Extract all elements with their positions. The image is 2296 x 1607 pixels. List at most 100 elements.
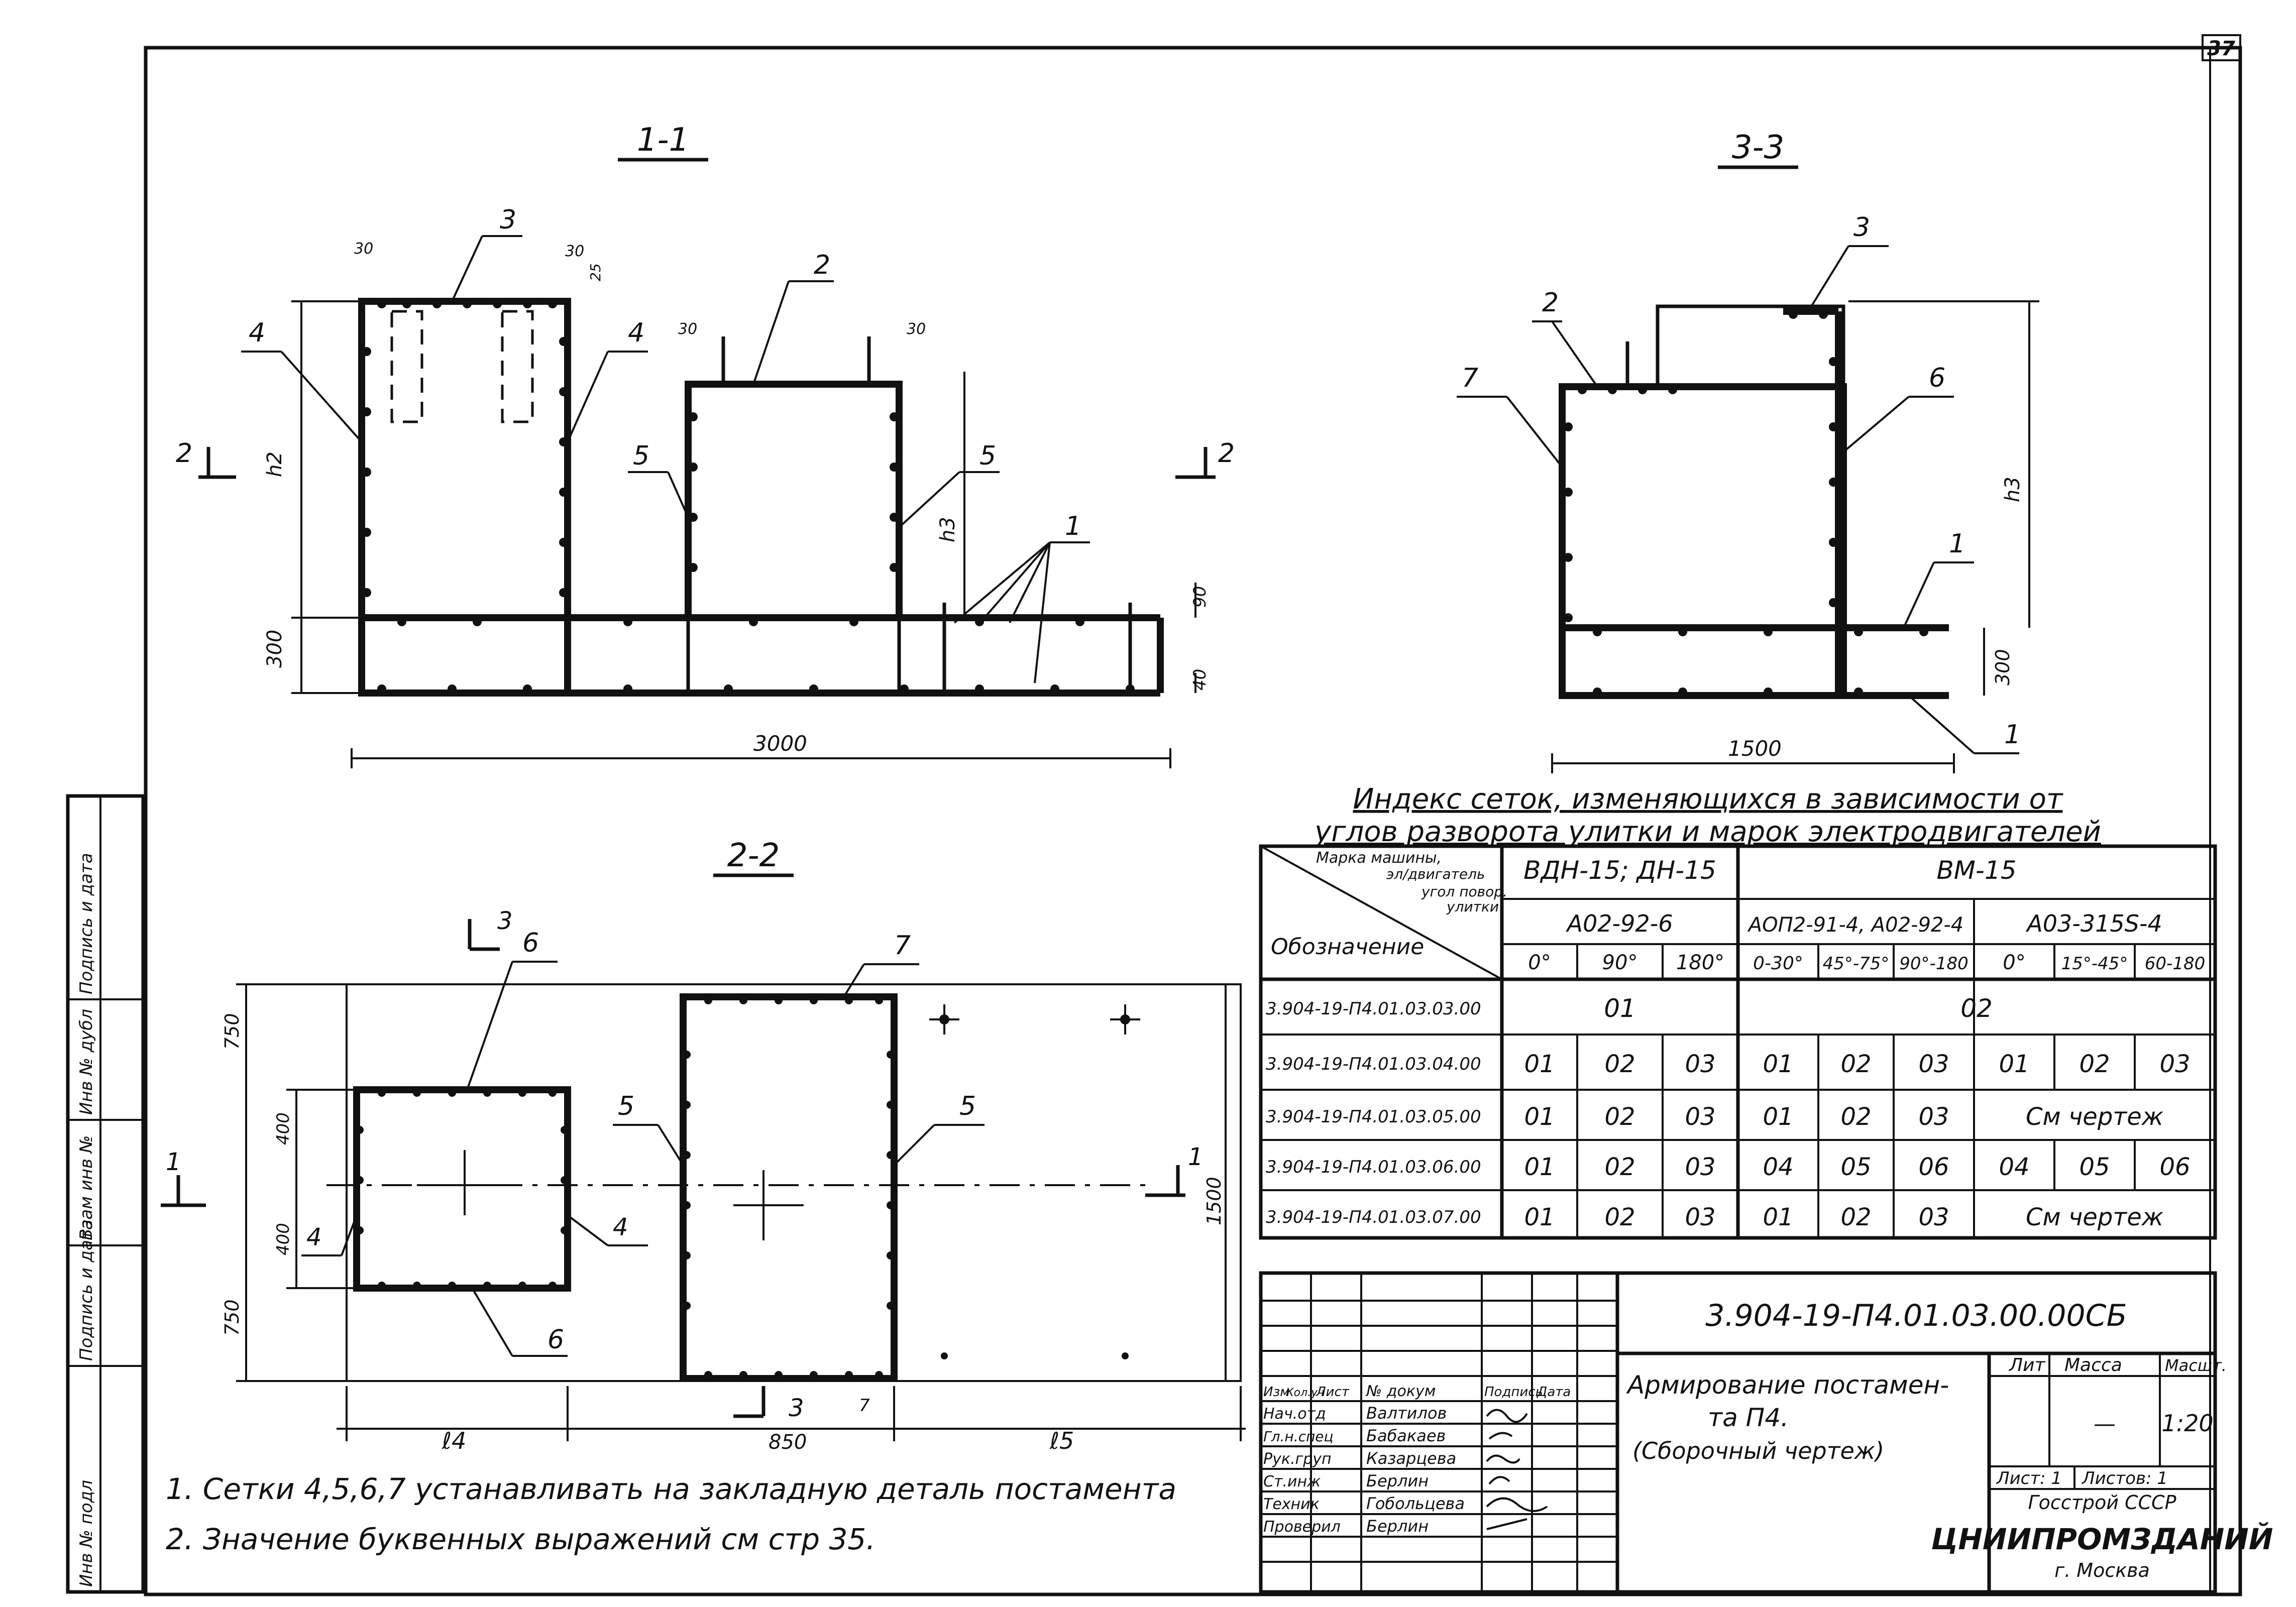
- callout-3-3-2: 2: [1542, 288, 1559, 318]
- callout-2-2-6a: 6: [522, 928, 539, 958]
- group-vdn: ВДН-15; ДН-15: [1523, 856, 1716, 885]
- callout-3-3-6: 6: [1929, 363, 1945, 393]
- dim-40: 40: [1190, 669, 1210, 691]
- sheet-frame: 37: [144, 34, 2242, 1596]
- name-6: Берлин: [1366, 1517, 1429, 1536]
- corner-1: Марка машины,: [1316, 849, 1442, 867]
- dim-1500-33: 1500: [1728, 736, 1782, 761]
- row5-c6: 03: [1918, 1203, 1949, 1231]
- group-vm: ВМ-15: [1936, 856, 2016, 885]
- stamp-sign-date-2: Подпись и дата: [76, 853, 96, 994]
- dim-750-top: 750: [221, 1013, 243, 1050]
- row2-c7: 01: [1999, 1050, 2029, 1078]
- dim-750-bottom: 750: [221, 1299, 243, 1336]
- table-title-2: углов разворота улитки и марок электродв…: [1314, 816, 2101, 848]
- col-hdr-date: Дата: [1537, 1385, 1571, 1400]
- hdr-lit: Лит: [2008, 1355, 2045, 1375]
- role-4: Ст.инж: [1263, 1473, 1321, 1490]
- row2-c5: 02: [1840, 1050, 1871, 1078]
- rebar-dots-1-1: [362, 299, 1135, 694]
- callout-2-2-5b: 5: [959, 1091, 976, 1121]
- motor-2: АОП2-91-4, А02-92-4: [1747, 913, 1964, 937]
- section-2-2: 2-2: [161, 837, 1246, 1454]
- row3-c2: 02: [1604, 1103, 1635, 1131]
- corner-3: угол повор.: [1421, 883, 1507, 900]
- org-1: Госстрой СССР: [2028, 1491, 2176, 1514]
- callout-2-2-4b: 4: [613, 1213, 628, 1241]
- row3-c3: 03: [1685, 1103, 1715, 1131]
- rebar-dots-3-3: [1564, 310, 1928, 697]
- name-5: Гобольцева: [1366, 1494, 1465, 1513]
- callout-1-1-4a: 4: [249, 318, 265, 348]
- doc-name-3: (Сборочный чертеж): [1632, 1437, 1884, 1464]
- corner-2: эл/двигатель: [1386, 866, 1485, 882]
- row2-c1: 01: [1524, 1050, 1555, 1078]
- row1-merged-b: 02: [1960, 994, 1993, 1023]
- row3-c5: 02: [1840, 1103, 1871, 1131]
- doc-code: 3.904-19-П4.01.03.00.00СБ: [1705, 1298, 2127, 1333]
- col-hdr-sign: Подпись: [1484, 1385, 1543, 1400]
- row4-c6: 06: [1918, 1153, 1949, 1181]
- cut-mark-1-right: 1: [1188, 1143, 1204, 1171]
- angle-5: 45°-75°: [1823, 954, 1890, 974]
- row4-c5: 05: [1840, 1153, 1871, 1181]
- section-1-1: 1-1: [176, 122, 1235, 768]
- row4-c4: 04: [1763, 1153, 1793, 1181]
- doc-name-2: та П4.: [1708, 1403, 1789, 1432]
- row2-c9: 03: [2159, 1050, 2190, 1078]
- cut-mark-1-left: 1: [166, 1148, 181, 1176]
- row2-c2: 02: [1604, 1050, 1635, 1078]
- cut-mark-2-left: 2: [176, 438, 192, 469]
- dim-400-b: 400: [273, 1223, 293, 1255]
- section-3-3: 3-3 3 2 7 6 1: [1457, 129, 2039, 773]
- corner-4: улитки: [1446, 898, 1499, 915]
- row3-c4: 01: [1763, 1103, 1793, 1131]
- stamp-inv-dup: Инв № дубл: [76, 1009, 96, 1115]
- row2-designation: 3.904-19-П4.01.03.04.00: [1266, 1054, 1481, 1074]
- org-3: г. Москва: [2054, 1559, 2150, 1581]
- row5-designation: 3.904-19-П4.01.03.07.00: [1266, 1207, 1481, 1227]
- dim-7-mark: 7: [859, 1396, 870, 1416]
- section-3-3-title: 3-3: [1732, 129, 1785, 166]
- angle-9: 60-180: [2145, 954, 2205, 974]
- dim-850: 850: [769, 1431, 807, 1454]
- hdr-scale: Масшт.: [2165, 1356, 2227, 1375]
- anchor-marks: [929, 1004, 1140, 1359]
- role-6: Проверил: [1263, 1518, 1341, 1536]
- motor-3: А03-315S-4: [2025, 910, 2162, 937]
- callout-3-3-3: 3: [1853, 212, 1870, 243]
- row4-c3: 03: [1685, 1153, 1715, 1181]
- row2-c8: 02: [2079, 1050, 2110, 1078]
- sheet-num: Лист: 1: [1996, 1468, 2062, 1488]
- section-1-1-title: 1-1: [637, 122, 690, 159]
- role-1: Нач.отд: [1263, 1405, 1326, 1423]
- dim-400-a: 400: [273, 1112, 293, 1145]
- col-hdr-izm: Изм: [1263, 1385, 1290, 1400]
- signatures: [1486, 1409, 1548, 1530]
- callout-3-3-1b: 1: [2004, 720, 2021, 750]
- stamp-inv-orig: Инв № подл: [76, 1480, 96, 1587]
- row3-tail: См чертеж: [2026, 1103, 2163, 1131]
- row1-designation: 3.904-19-П4.01.03.03.00: [1266, 999, 1481, 1019]
- cut-mark-3-top: 3: [497, 907, 513, 935]
- dim-cover-e: 30: [907, 320, 926, 338]
- callout-1-1-5a: 5: [633, 441, 649, 471]
- row5-c5: 02: [1840, 1203, 1871, 1231]
- page-number: 37: [2207, 37, 2235, 60]
- role-5: Техник: [1263, 1496, 1320, 1513]
- dim-l5: ℓ5: [1049, 1427, 1074, 1454]
- dim-3000: 3000: [753, 731, 807, 756]
- col-hdr-doc: № докум: [1365, 1383, 1436, 1400]
- mass-value: —: [2094, 1411, 2116, 1437]
- row2-c6: 03: [1918, 1050, 1949, 1078]
- sheets-total: Листов: 1: [2081, 1468, 2168, 1488]
- row5-tail: См чертеж: [2026, 1203, 2163, 1231]
- callout-2-2-6b: 6: [548, 1325, 564, 1355]
- org-2: ЦНИИПРОМЗДАНИЙ: [1931, 1522, 2273, 1556]
- scale-value: 1:20: [2161, 1410, 2213, 1437]
- name-1: Валтилов: [1366, 1404, 1447, 1423]
- dim-cover-b: 30: [565, 243, 584, 260]
- row5-c2: 02: [1604, 1203, 1635, 1231]
- row5-c4: 01: [1763, 1203, 1793, 1231]
